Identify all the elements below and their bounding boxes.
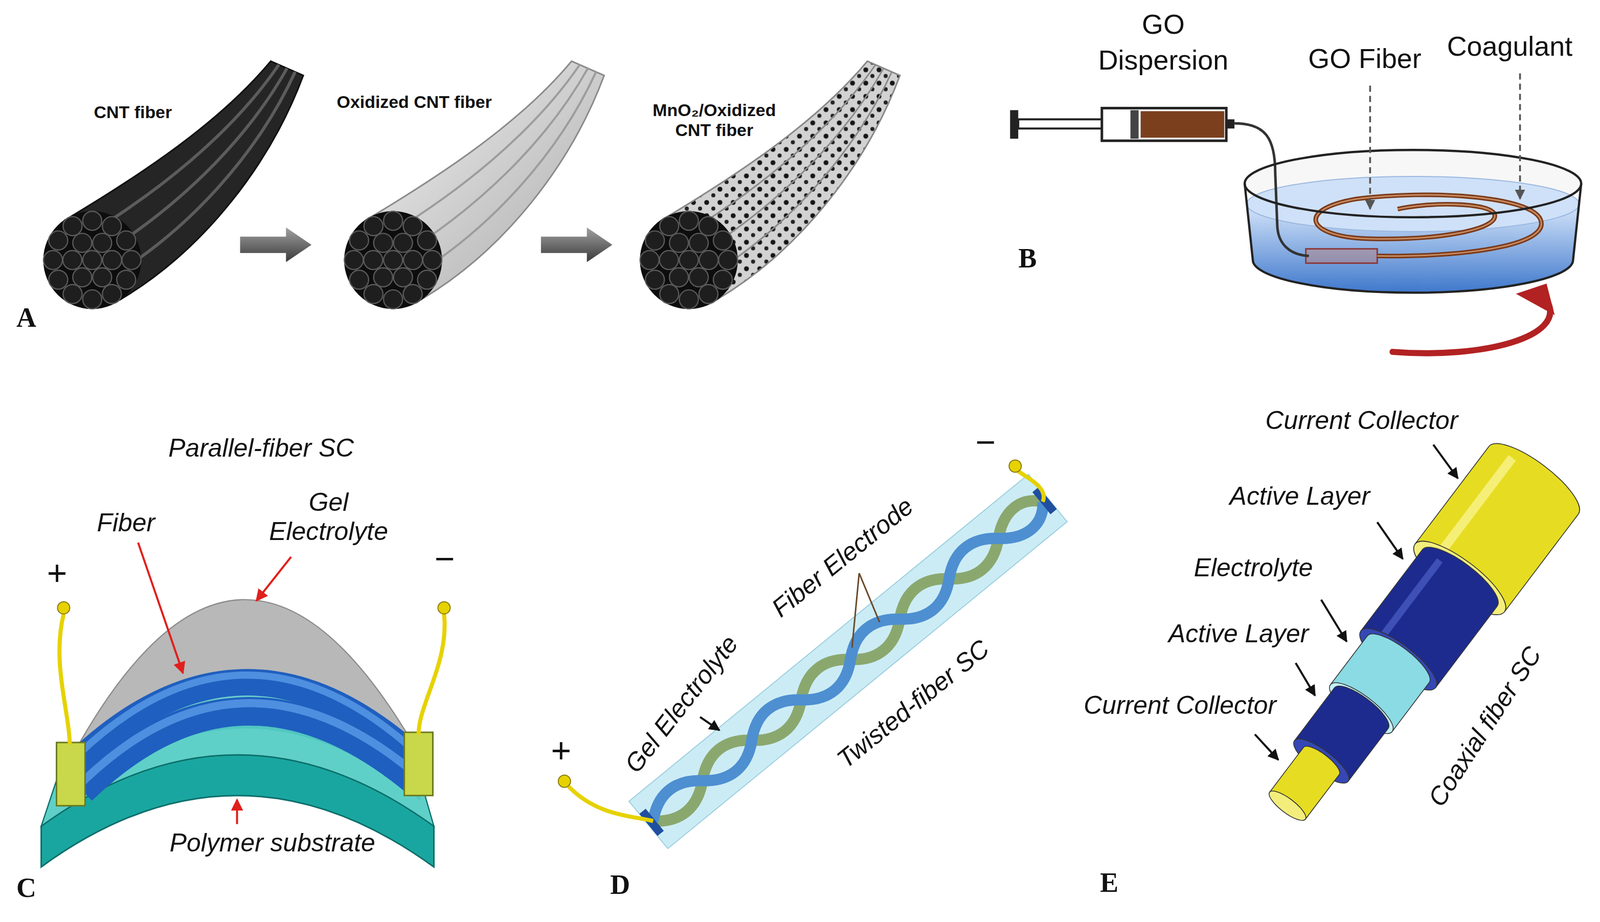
mno2-coated-fiber bbox=[639, 211, 738, 309]
device-title: Parallel-fiber SC bbox=[168, 433, 354, 463]
gel-electrolyte bbox=[63, 672, 421, 808]
lead-terminal bbox=[558, 775, 571, 788]
panel-letter: B bbox=[1018, 242, 1038, 275]
go-fiber-spiral bbox=[1315, 194, 1542, 257]
spinneret-needle bbox=[1305, 249, 1378, 264]
component-label: Coagulant bbox=[1447, 30, 1573, 63]
lead-wire bbox=[568, 786, 654, 822]
process-arrow bbox=[541, 227, 613, 263]
go-dispersion-fill bbox=[1140, 110, 1225, 138]
lead-terminal bbox=[1008, 460, 1022, 473]
oxidized-cnt-fiber bbox=[344, 211, 442, 309]
panel-letter: C bbox=[16, 872, 37, 905]
leader-line bbox=[859, 573, 880, 623]
component-label: Polymer substrate bbox=[169, 828, 376, 858]
pointer-arrow bbox=[236, 799, 239, 825]
layer-label: Active Layer bbox=[1168, 619, 1309, 649]
pointer-arrow bbox=[1321, 599, 1347, 642]
lead-wire bbox=[59, 614, 70, 745]
panel-letter: E bbox=[1099, 867, 1119, 899]
fiber-electrode bbox=[81, 711, 414, 791]
pointer-arrow bbox=[1369, 85, 1372, 210]
pointer-arrow bbox=[700, 716, 720, 731]
polarity-sign: + bbox=[47, 553, 68, 594]
panel-letter: A bbox=[16, 302, 37, 334]
rotation-arrow bbox=[1516, 283, 1556, 315]
syringe-tip bbox=[1226, 119, 1235, 129]
syringe-stopper bbox=[1130, 109, 1139, 139]
go-fiber-spiral bbox=[1315, 194, 1542, 257]
fiber-label: Oxidized CNT fiber bbox=[336, 92, 492, 112]
syringe-plunger bbox=[1009, 109, 1019, 139]
cnt-fiber bbox=[43, 211, 142, 309]
terminal-clamp bbox=[404, 732, 434, 796]
panel-letter: D bbox=[610, 869, 630, 901]
lead-wire bbox=[1018, 470, 1044, 502]
layer-label: Active Layer bbox=[1229, 481, 1370, 511]
layer-label: Current Collector bbox=[1265, 406, 1458, 436]
layer-label: Electrolyte bbox=[1193, 553, 1314, 583]
rotation-arrow bbox=[1392, 301, 1550, 353]
component-label: GO Fiber bbox=[1308, 42, 1422, 75]
lead-wire bbox=[418, 614, 445, 735]
pointer-arrow bbox=[1519, 73, 1522, 199]
polarity-sign: + bbox=[551, 730, 572, 771]
syringe-rod bbox=[1018, 119, 1104, 129]
wet-spinning-setup bbox=[1009, 73, 1582, 354]
pointer-arrow bbox=[256, 556, 291, 601]
twisted-fiber-sc bbox=[628, 474, 1068, 849]
lead-terminal bbox=[57, 601, 71, 615]
dish-rim bbox=[1244, 149, 1582, 218]
terminal-clamp bbox=[56, 742, 86, 806]
polarity-sign: − bbox=[975, 422, 997, 463]
fiber-label: CNT fiber bbox=[94, 102, 173, 123]
component-label: GO Dispersion bbox=[1086, 6, 1240, 78]
pointer-arrow bbox=[1295, 662, 1316, 696]
twisted-fiber-sc bbox=[558, 460, 1068, 849]
component-label: Fiber bbox=[97, 508, 156, 538]
pointer-arrow bbox=[1433, 444, 1458, 479]
fiber-electrode bbox=[81, 703, 414, 783]
dish-wall bbox=[1244, 183, 1582, 293]
highlight bbox=[1383, 560, 1440, 636]
parallel-fiber-sc bbox=[41, 542, 451, 867]
current-collector bbox=[1265, 786, 1310, 825]
leader-line bbox=[851, 573, 860, 648]
layer-label: Current Collector bbox=[1083, 690, 1277, 720]
pointer-arrow bbox=[1377, 522, 1403, 559]
gel-electrolyte bbox=[628, 474, 1068, 849]
pointer-arrow bbox=[138, 542, 184, 673]
coagulant-surface bbox=[1246, 176, 1580, 232]
pointer-arrow bbox=[1254, 734, 1279, 760]
lead-terminal bbox=[437, 601, 450, 615]
cnt-fiber bbox=[43, 61, 304, 310]
process-arrow bbox=[240, 227, 312, 263]
fiber-label: MnO₂/Oxidized CNT fiber bbox=[642, 100, 786, 141]
polarity-sign: − bbox=[434, 538, 456, 579]
syringe-barrel bbox=[1101, 107, 1227, 141]
component-label: Gel Electrolyte bbox=[262, 487, 395, 547]
mno2-coated-fiber bbox=[639, 61, 900, 310]
